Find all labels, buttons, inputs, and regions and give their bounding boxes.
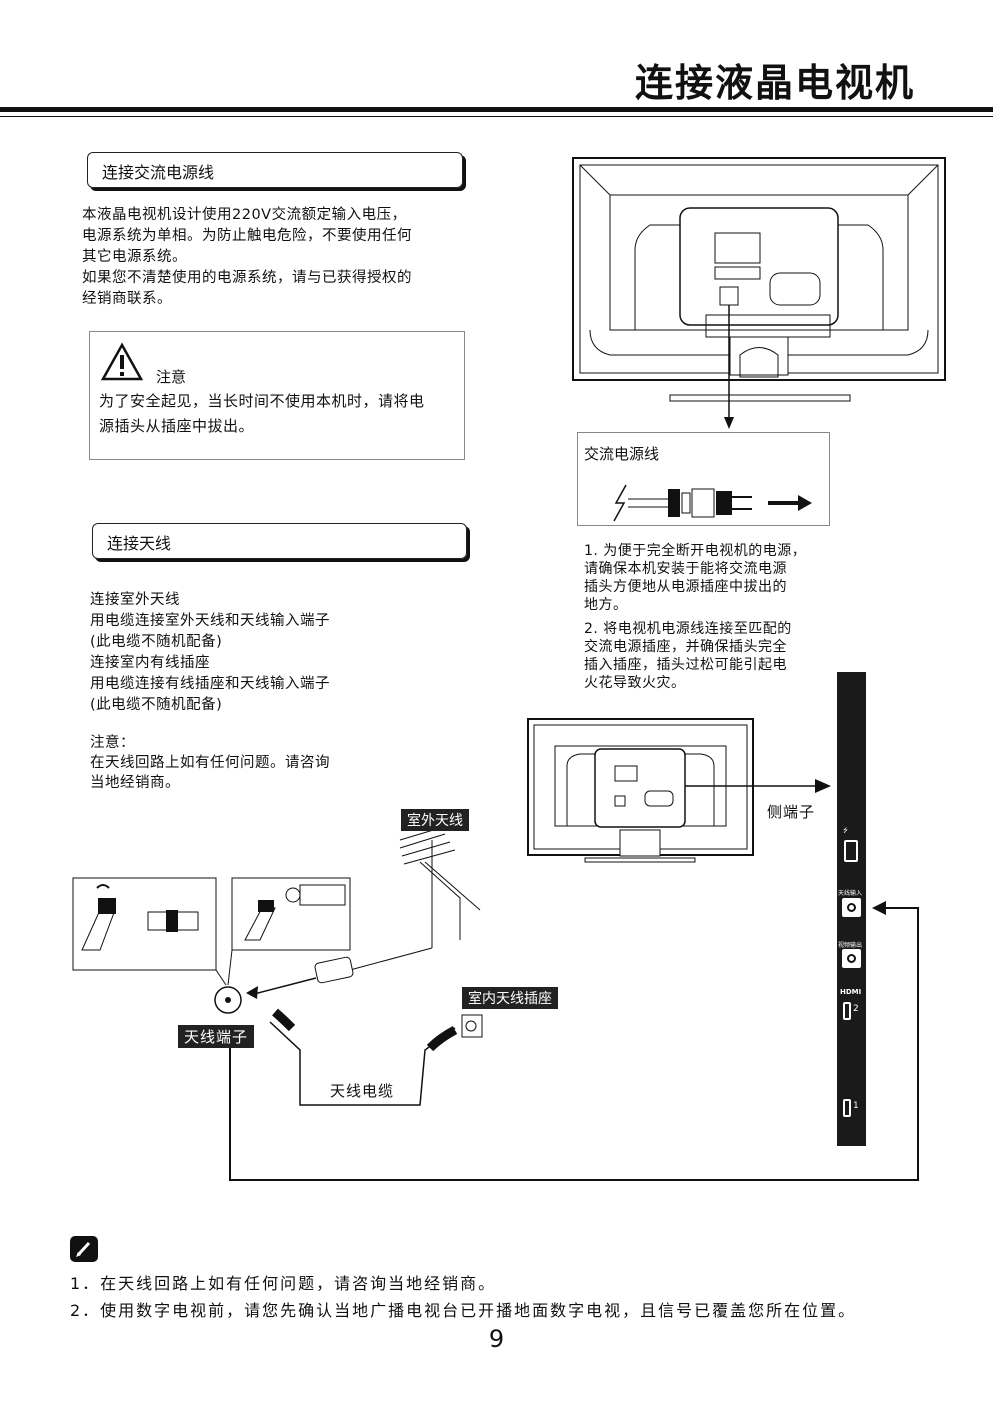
power-cord-box: 交流电源线 [577,432,830,526]
power-note-line: 1. 为便于完全断开电视机的电源， [584,543,807,559]
hdmi-1-label: 1 [853,1101,859,1111]
header-rule [0,107,993,112]
power-note-line: 火花导致火灾。 [584,675,686,691]
caution-text: 为了安全起见，当长时间不使用本机时，请将电 源插头从插座中拔出。 [99,389,425,439]
note-item: 1．在天线回路上如有任何问题，请咨询当地经销商。 [70,1274,497,1293]
antenna-line: 用电缆连接有线插座和天线输入端子 [90,676,330,692]
antenna-note: 注意： 在天线回路上如有任何问题。请咨询 当地经销商。 [90,733,330,793]
power-note-line: 地方。 [584,597,628,613]
note-pen-icon [70,1236,98,1262]
power-cord-label: 交流电源线 [584,445,660,463]
usb-icon: ⭍ [843,827,848,834]
antenna-in-port[interactable] [842,898,861,917]
antenna-line: 用电缆连接室外天线和天线输入端子 [90,613,330,629]
section-heading-power: 连接交流电源线 [87,152,463,188]
hdmi-2-label: 2 [853,1004,859,1014]
caution-box: 注意 为了安全起见，当长时间不使用本机时，请将电 源插头从插座中拔出。 [89,331,465,460]
note-item: 2．使用数字电视前，请您先确认当地广播电视台已开播地面数字电视，且信号已覆盖您所… [70,1301,857,1320]
power-note-line: 交流电源插座，并确保插头完全 [584,639,787,655]
side-terminal-label: 侧端子 [767,803,816,821]
video-out-port-label: 视频输出 [838,942,863,949]
antenna-cable-label: 天线电缆 [330,1082,395,1100]
power-note-1: 1. 为便于完全断开电视机的电源， 请确保本机安装于能将交流电源 插头方便地从电… [584,542,806,614]
warning-icon [100,342,144,381]
tv-side-illustration [527,718,831,863]
power-plug-icon [613,484,812,522]
power-note-line: 请确保本机安装于能将交流电源 [584,561,787,577]
page-number: 9 [488,1325,505,1353]
outdoor-antenna-label: 室外天线 [401,809,469,831]
power-description: 本液晶电视机设计使用220V交流额定输入电压， 电源系统为单相。为防止触电危险，… [82,205,412,310]
section-heading-antenna: 连接天线 [92,523,467,559]
antenna-terminal-label: 天线端子 [178,1025,255,1048]
hdmi-port-2[interactable] [843,1002,851,1020]
power-line: 本液晶电视机设计使用220V交流额定输入电压， [82,207,407,223]
usb-port[interactable] [844,840,858,862]
antenna-line: 连接室内有线插座 [90,655,210,671]
power-note-line: 插入插座，插头过松可能引起电 [584,657,787,673]
power-line: 如果您不清楚使用的电源系统，请与已获得授权的 [82,270,412,286]
indoor-socket-label: 室内天线插座 [462,987,558,1009]
antenna-line: (此电缆不随机配备) [90,634,223,650]
antenna-description: 连接室外天线 用电缆连接室外天线和天线输入端子 (此电缆不随机配备) 连接室内有… [90,590,330,716]
power-line: 其它电源系统。 [82,249,187,265]
power-note-line: 2. 将电视机电源线连接至匹配的 [584,621,792,637]
antenna-line: (此电缆不随机配备) [90,697,223,713]
antenna-note-line: 在天线回路上如有任何问题。请咨询 [90,755,330,771]
notes-list: 1．在天线回路上如有任何问题，请咨询当地经销商。 2．使用数字电视前，请您先确认… [70,1270,856,1324]
antenna-note-line: 当地经销商。 [90,775,180,791]
power-note-line: 插头方便地从电源插座中拔出的 [584,579,787,595]
side-port-panel: ⭍ 天线输入 视频输出 HDMI 2 1 [837,672,866,1146]
power-note-2: 2. 将电视机电源线连接至匹配的 交流电源插座，并确保插头完全 插入插座，插头过… [584,620,792,692]
hdmi-port-1[interactable] [843,1099,851,1117]
antenna-line: 连接室外天线 [90,592,180,608]
caution-line: 为了安全起见，当长时间不使用本机时，请将电 [99,392,425,410]
power-line: 经销商联系。 [82,291,172,307]
antenna-in-port-label: 天线输入 [838,890,863,897]
caution-label: 注意 [156,368,187,386]
tv-back-illustration [572,157,946,429]
hdmi-logo: HDMI [840,988,862,996]
page-title: 连接液晶电视机 [634,61,915,105]
header-rule-thin [0,116,993,117]
caution-line: 源插头从插座中拔出。 [99,417,255,435]
video-out-port[interactable] [842,949,861,968]
power-line: 电源系统为单相。为防止触电危险，不要使用任何 [82,228,412,244]
antenna-note-line: 注意： [90,735,135,751]
